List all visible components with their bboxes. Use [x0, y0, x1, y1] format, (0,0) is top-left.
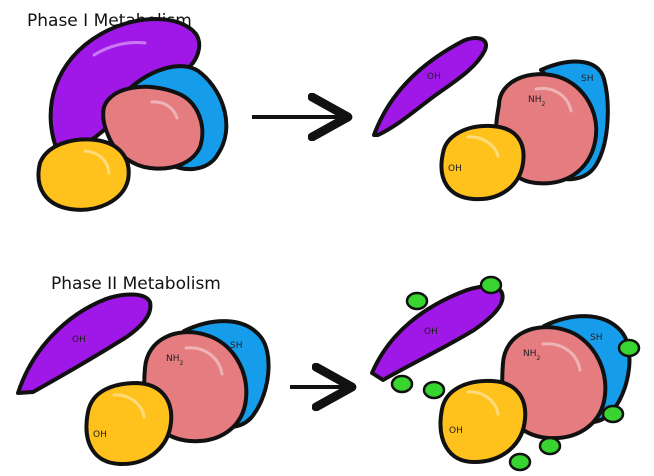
conjugate-group — [390, 374, 414, 394]
oh-label: OH — [449, 426, 463, 436]
conjugate-group — [538, 436, 562, 456]
conjugate-group — [479, 275, 503, 295]
purple-fragment — [370, 284, 505, 382]
phase-ii-conjugated-metabolites: OH SH NH2 OH — [370, 275, 641, 472]
nh2-label: NH2 — [523, 349, 541, 362]
yellow-fragment — [84, 381, 174, 467]
conjugate-group — [508, 452, 532, 472]
yellow-fragment — [36, 137, 131, 212]
yellow-fragment — [439, 123, 526, 202]
oh-label: OH — [93, 430, 107, 440]
phase-ii-title: Phase II Metabolism — [51, 274, 221, 294]
conjugate-group — [422, 380, 446, 400]
oh-label: OH — [424, 327, 438, 337]
conjugate-group — [601, 404, 625, 424]
phase-i-metabolites: OH SH NH2 OH — [372, 36, 610, 202]
phase-ii-metabolites: OH SH NH2 OH — [16, 292, 271, 467]
nh2-label: NH2 — [166, 354, 184, 367]
oh-label: OH — [427, 72, 441, 82]
yellow-fragment — [438, 378, 528, 464]
oh-label: OH — [448, 164, 462, 174]
conjugate-group — [405, 291, 429, 311]
conjugate-group — [617, 338, 641, 358]
sh-label: SH — [581, 74, 593, 84]
purple-fragment — [16, 292, 153, 395]
purple-fragment — [372, 36, 488, 137]
oh-label: OH — [72, 335, 86, 345]
pink-fragment — [101, 84, 205, 171]
nh2-label: NH2 — [528, 95, 546, 108]
sh-label: SH — [230, 341, 242, 351]
phase-i-intact-molecule — [36, 17, 229, 212]
sh-label: SH — [590, 333, 602, 343]
